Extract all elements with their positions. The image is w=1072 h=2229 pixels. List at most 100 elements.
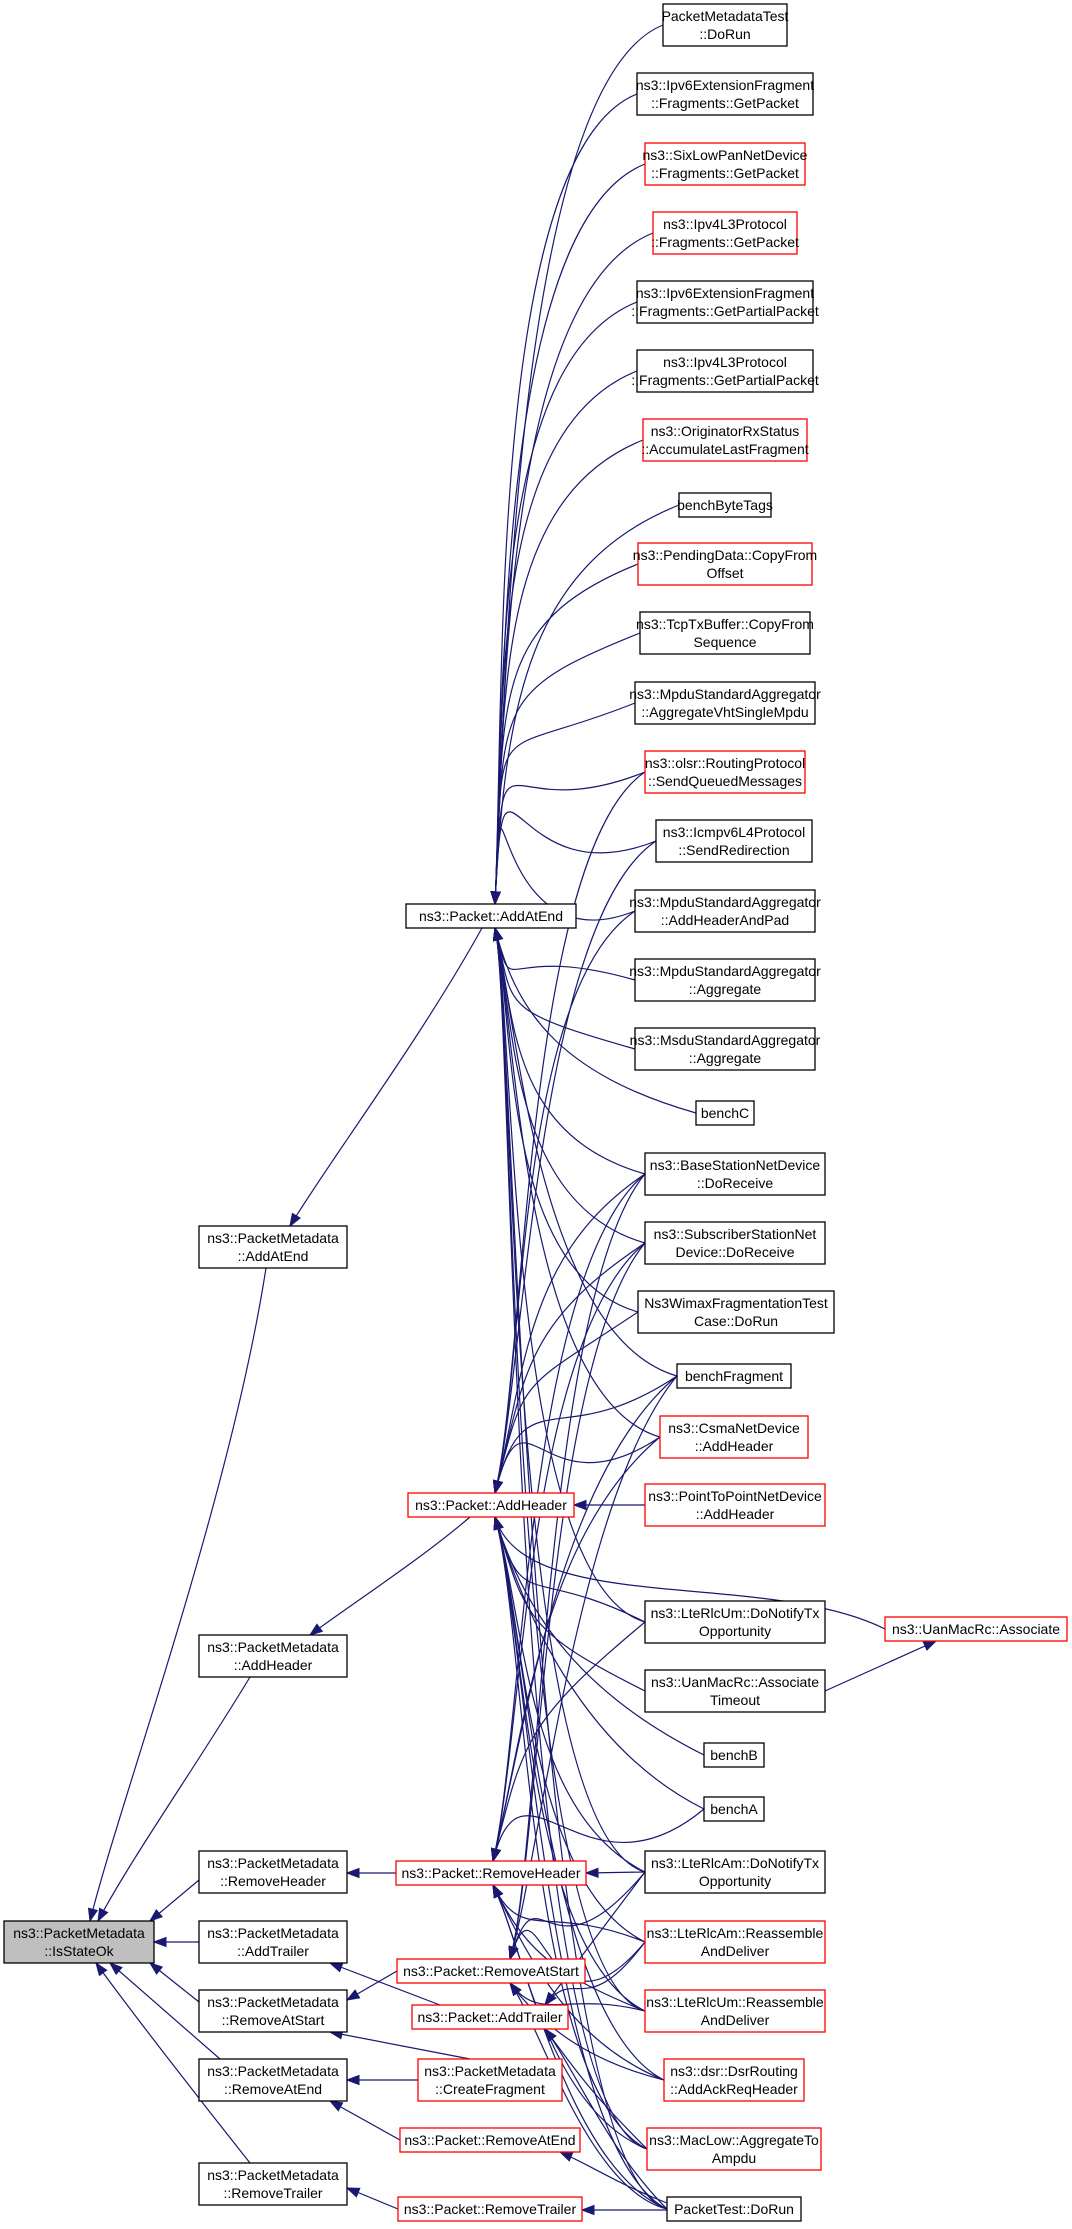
node-line: ns3::OriginatorRxStatus	[651, 423, 800, 439]
node-ipv4l3protocol-getpacket[interactable]: ns3::Ipv4L3Protocol ::Fragments::GetPack…	[651, 211, 799, 255]
node-packettest-dorun[interactable]: PacketTest::DoRun	[666, 2196, 802, 2222]
node-line: Opportunity	[699, 1873, 771, 1889]
node-mpdustandardaggregator-aggregatevhtsinglempdu[interactable]: ns3::MpduStandardAggregator ::AggregateV…	[629, 681, 821, 725]
node-pm-removetrailer[interactable]: ns3::PacketMetadata ::RemoveTrailer	[198, 2162, 348, 2206]
node-line: ns3::PacketMetadata	[207, 1639, 339, 1655]
node-ipv6extensionfragment-getpacket[interactable]: ns3::Ipv6ExtensionFragment ::Fragments::…	[636, 72, 814, 116]
node-packet-removeatend[interactable]: ns3::Packet::RemoveAtEnd	[399, 2127, 581, 2153]
node-uanmacrc-associate[interactable]: ns3::UanMacRc::Associate	[884, 1616, 1068, 1642]
node-line: ns3::Ipv6ExtensionFragment	[636, 285, 814, 301]
495	[494, 1516, 646, 1873]
node-line: ns3::PacketMetadata	[207, 2063, 339, 2079]
545	[544, 2028, 648, 2150]
node-benchb[interactable]: benchB	[703, 1742, 765, 1768]
495	[494, 504, 680, 905]
edge-arrowhead	[490, 891, 501, 906]
node-line: ns3::LteRlcAm::DoNotifyTx	[651, 1855, 819, 1871]
node-dsrrouting-addackreqheader[interactable]: ns3::dsr::DsrRouting ::AddAckReqHeader	[663, 2058, 805, 2102]
node-mpdustandardaggregator-addheaderandpad[interactable]: ns3::MpduStandardAggregator ::AddHeaderA…	[629, 889, 821, 933]
node-lterlcum-reassembleanddeliver[interactable]: ns3::LteRlcUm::Reassemble AndDeliver	[644, 1989, 826, 2033]
node-sixlowpannetdevice-getpacket[interactable]: ns3::SixLowPanNetDevice ::Fragments::Get…	[643, 142, 808, 186]
node-line: ns3::Packet::AddTrailer	[418, 2009, 563, 2025]
edge-arrowhead	[509, 1981, 522, 1997]
node-line: PacketTest::DoRun	[674, 2201, 794, 2217]
edge-arrowhead	[572, 1499, 587, 1511]
node-pm-addatend[interactable]: ns3::PacketMetadata ::AddAtEnd	[198, 1225, 348, 1269]
node-line: ::SendQueuedMessages	[648, 773, 802, 789]
node-benchfragment[interactable]: benchFragment	[676, 1363, 792, 1389]
node-ns3wimaxfragmentationtestcase-dorun[interactable]: Ns3WimaxFragmentationTest Case::DoRun	[637, 1290, 835, 1334]
node-csmanetdevice-addheader[interactable]: ns3::CsmaNetDevice ::AddHeader	[659, 1415, 809, 1459]
495	[494, 1516, 646, 1623]
node-olsr-routingprotocol-sendqueuedmessages[interactable]: ns3::olsr::RoutingProtocol ::SendQueuedM…	[644, 750, 806, 794]
node-pm-addtrailer[interactable]: ns3::PacketMetadata ::AddTrailer	[198, 1920, 348, 1964]
edge-arrowhead	[345, 1867, 360, 1879]
495	[494, 927, 678, 1377]
node-mpdustandardaggregator-aggregate[interactable]: ns3::MpduStandardAggregator ::Aggregate	[629, 958, 821, 1002]
node-packetmetadatatest-dorun[interactable]: PacketMetadataTest ::DoRun	[662, 3, 789, 47]
545	[544, 1941, 646, 2006]
node-pm-createfragment[interactable]: ns3::PacketMetadata ::CreateFragment	[417, 2058, 563, 2102]
node-line: ::RemoveTrailer	[223, 2185, 322, 2201]
edge-arrowhead	[148, 1908, 163, 1922]
edge-arrowhead	[558, 2151, 574, 2162]
edge-arrowhead	[328, 1962, 344, 1973]
510	[509, 1982, 665, 2081]
node-line: ::AddTrailer	[237, 1943, 309, 1959]
495	[494, 1173, 646, 1494]
node-subscriberstationnetdevice-doreceive[interactable]: ns3::SubscriberStationNet Device::DoRece…	[644, 1221, 826, 1265]
node-line: Ampdu	[712, 2150, 756, 2166]
node-pm-addheader[interactable]: ns3::PacketMetadata ::AddHeader	[198, 1634, 348, 1678]
call-edges	[89, 24, 937, 2211]
node-packet-removetrailer[interactable]: ns3::Packet::RemoveTrailer	[397, 2196, 583, 2222]
node-packet-addatend[interactable]: ns3::Packet::AddAtEnd	[405, 903, 577, 929]
node-benchbytetags[interactable]: benchByteTags	[677, 492, 773, 518]
node-benchc[interactable]: benchC	[695, 1100, 755, 1126]
node-line: ::Fragments::GetPacket	[651, 234, 799, 250]
node-packet-removeatstart[interactable]: ns3::Packet::RemoveAtStart	[396, 1958, 586, 1984]
node-basestationnetdevice-doreceive[interactable]: ns3::BaseStationNetDevice ::DoReceive	[644, 1152, 826, 1196]
495	[494, 771, 646, 905]
node-line: ns3::PacketMetadata	[207, 1994, 339, 2010]
node-line: ::SendRedirection	[678, 842, 789, 858]
node-pm-removeatstart[interactable]: ns3::PacketMetadata ::RemoveAtStart	[198, 1989, 348, 2033]
node-line: ns3::olsr::RoutingProtocol	[645, 755, 805, 771]
90	[89, 1267, 267, 1922]
node-ipv4l3protocol-getpartialpacket[interactable]: ns3::Ipv4L3Protocol ::Fragments::GetPart…	[631, 349, 819, 393]
node-line: ns3::PacketMetadata	[13, 1925, 145, 1941]
node-bencha[interactable]: benchA	[703, 1796, 765, 1822]
493	[492, 1242, 646, 1862]
edge-arrowhead	[97, 1907, 109, 1923]
edge-createfragment-from-removeatstart	[329, 2031, 471, 2060]
node-originatorrxstatus-accumulatelastfragment[interactable]: ns3::OriginatorRxStatus ::AccumulateLast…	[641, 418, 809, 462]
node-pointtopointnetdevice-addheader[interactable]: ns3::PointToPointNetDevice ::AddHeader	[644, 1483, 826, 1527]
495	[494, 927, 636, 981]
edge-arrowhead	[544, 1991, 557, 2007]
545	[544, 1871, 646, 2006]
node-lterlcam-reassembleanddeliver[interactable]: ns3::LteRlcAm::Reassemble AndDeliver	[644, 1920, 826, 1964]
node-packet-removeheader[interactable]: ns3::Packet::RemoveHeader	[395, 1860, 587, 1886]
node-icmpv6l4protocol-sendredirection[interactable]: ns3::Icmpv6L4Protocol ::SendRedirection	[655, 819, 813, 863]
node-maclow-aggregatetoampdu[interactable]: ns3::MacLow::AggregateTo Ampdu	[646, 2127, 822, 2171]
node-pm-removeheader[interactable]: ns3::PacketMetadata ::RemoveHeader	[198, 1850, 348, 1894]
node-ltrlcum-donotifytxopportunity[interactable]: ns3::LteRlcUm::DoNotifyTx Opportunity	[644, 1600, 826, 1644]
node-line: PacketMetadataTest	[662, 8, 789, 24]
node-ipv6extensionfragment-getpartialpacket[interactable]: ns3::Ipv6ExtensionFragment ::Fragments::…	[631, 280, 819, 324]
node-packet-addtrailer[interactable]: ns3::Packet::AddTrailer	[411, 2004, 569, 2030]
node-root-isstateok[interactable]: ns3::PacketMetadata ::IsStateOk	[3, 1920, 155, 1964]
node-uanmacrc-associatetimeout[interactable]: ns3::UanMacRc::Associate Timeout	[644, 1669, 826, 1713]
node-pm-removeatend[interactable]: ns3::PacketMetadata ::RemoveAtEnd	[198, 2058, 348, 2102]
node-pendingdata-copyfromoffset[interactable]: ns3::PendingData::CopyFrom Offset	[633, 542, 817, 586]
node-lterlcam-donotifytxopportunity[interactable]: ns3::LteRlcAm::DoNotifyTx Opportunity	[644, 1850, 826, 1894]
node-packet-addheader[interactable]: ns3::Packet::AddHeader	[407, 1492, 575, 1518]
node-msdustandardaggregator-aggregate[interactable]: ns3::MsduStandardAggregator ::Aggregate	[630, 1027, 821, 1071]
98	[97, 1676, 251, 1922]
edge-arrowhead	[148, 1962, 164, 1975]
495	[494, 1516, 646, 1692]
node-line: ns3::MacLow::AggregateTo	[649, 2132, 819, 2148]
node-tcptxbuffer-copyfromsequence[interactable]: ns3::TcpTxBuffer::CopyFrom Sequence	[636, 611, 814, 655]
node-line: ns3::PacketMetadata	[207, 2167, 339, 2183]
495	[494, 910, 636, 1494]
495	[494, 927, 646, 1175]
node-line: ::AddHeader	[695, 1438, 774, 1454]
